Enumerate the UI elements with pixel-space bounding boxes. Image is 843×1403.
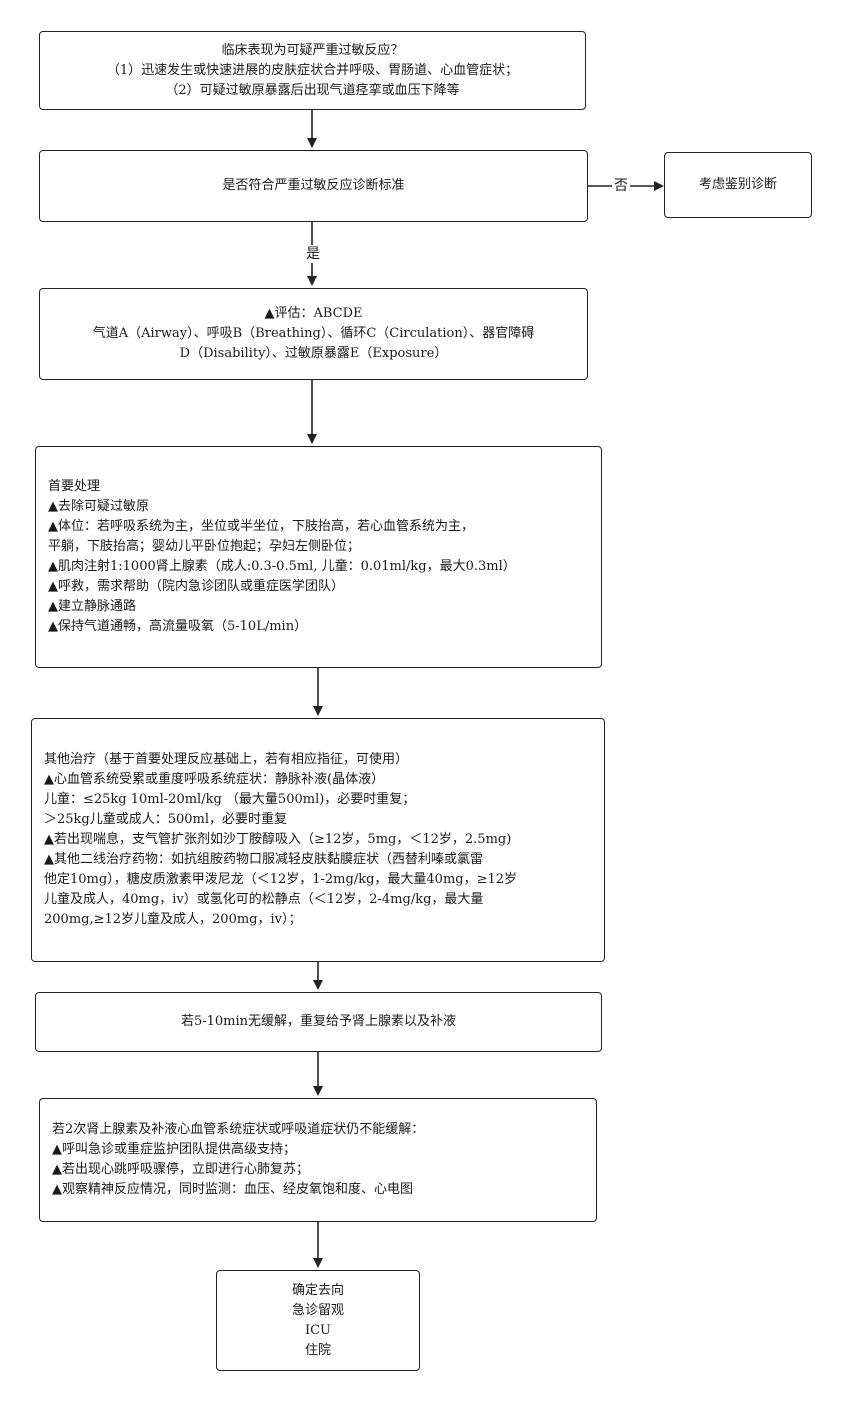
node-text-line: ▲若出现心跳呼吸骤停，立即进行心肺复苏；: [52, 1162, 309, 1177]
node-clinical-presentation: 临床表现为可疑严重过敏反应？ （1）迅速发生或快速进展的皮肤症状合并呼吸、胃肠道…: [39, 31, 586, 110]
node-text-line: ICU: [304, 1322, 332, 1338]
node-diagnostic-criteria: 是否符合严重过敏反应诊断标准: [39, 150, 588, 222]
node-text-line: 急诊留观: [291, 1302, 344, 1318]
node-text-line: ▲心血管系统受累或重度呼吸系统症状：静脉补液(晶体液）: [44, 772, 385, 787]
node-disposition: 确定去向 急诊留观 ICU 住院: [216, 1270, 420, 1371]
node-text-line: ▲肌肉注射1:1000肾上腺素（成人:0.3-0.5ml, 儿童：0.01ml/…: [48, 559, 516, 574]
node-text-line: ▲评估：ABCDE: [264, 306, 363, 321]
node-text-line: ▲体位：若呼吸系统为主，坐位或半坐位，下肢抬高，若心血管系统为主，: [48, 519, 474, 534]
node-abcde-assessment: ▲评估：ABCDE 气道A（Airway）、呼吸B（Breathing）、循环C…: [39, 288, 588, 380]
node-primary-management: 首要处理 ▲去除可疑过敏原 ▲体位：若呼吸系统为主，坐位或半坐位，下肢抬高，若心…: [35, 446, 602, 668]
node-text-line: （1）迅速发生或快速进展的皮肤症状合并呼吸、胃肠道、心血管症状；: [106, 62, 519, 78]
node-text: 考虑鉴别诊断: [698, 177, 777, 192]
node-text-line: （2）可疑过敏原暴露后出现气道痉挛或血压下降等: [165, 82, 460, 98]
node-escalation: 若2次肾上腺素及补液心血管系统症状或呼吸道症状仍不能缓解： ▲呼叫急诊或重症监护…: [39, 1098, 597, 1222]
node-text-line: 儿童及成人，40mg，iv）或氢化可的松静点（＜12岁，2-4mg/kg，最大量: [44, 892, 484, 907]
node-text-line: 他定10mg），糖皮质激素甲泼尼龙（＜12岁，1-2mg/kg，最大量40mg，…: [44, 872, 518, 887]
node-text-line: 首要处理: [48, 479, 101, 494]
node-repeat-epinephrine: 若5-10min无缓解，重复给予肾上腺素以及补液: [35, 992, 602, 1052]
node-text-line: 200mg,≥12岁儿童及成人，200mg，iv）；: [44, 912, 302, 927]
node-text-line: ▲呼叫急诊或重症监护团队提供高级支持；: [52, 1142, 296, 1157]
node-text-line: 临床表现为可疑严重过敏反应？: [221, 42, 404, 58]
node-text: 是否符合严重过敏反应诊断标准: [222, 178, 405, 193]
node-text-line: 儿童：≤25kg 10ml-20ml/kg （最大量500ml)，必要时重复；: [44, 792, 416, 807]
node-text: 若5-10min无缓解，重复给予肾上腺素以及补液: [180, 1014, 457, 1029]
node-text-line: 气道A（Airway）、呼吸B（Breathing）、循环C（Circulati…: [92, 326, 535, 341]
node-text-line: 若2次肾上腺素及补液心血管系统症状或呼吸道症状仍不能缓解：: [52, 1122, 425, 1137]
node-text-line: ＞25kg儿童或成人：500ml，必要时重复: [44, 812, 288, 827]
node-text-line: 其他治疗（基于首要处理反应基础上，若有相应指征，可使用）: [44, 752, 409, 767]
node-text-line: ▲若出现喘息，支气管扩张剂如沙丁胺醇吸入（≥12岁，5mg，＜12岁，2.5mg…: [44, 832, 512, 847]
node-text-line: ▲保持气道通畅，高流量吸氧（5-10L/min）: [48, 619, 308, 634]
node-other-treatment: 其他治疗（基于首要处理反应基础上，若有相应指征，可使用） ▲心血管系统受累或重度…: [31, 718, 605, 962]
node-differential-diagnosis: 考虑鉴别诊断: [664, 152, 812, 218]
node-text-line: 平躺，下肢抬高；婴幼儿平卧位抱起；孕妇左侧卧位；: [48, 539, 361, 554]
node-text-line: ▲去除可疑过敏原: [48, 499, 149, 514]
node-text-line: D（Disability）、过敏原暴露E（Exposure）: [179, 346, 448, 361]
node-text-line: ▲建立静脉通路: [48, 599, 136, 614]
node-text-line: 住院: [304, 1342, 331, 1358]
node-text-line: ▲呼救，需求帮助（院内急诊团队或重症医学团队）: [48, 579, 344, 594]
edge-label-no: 否: [612, 177, 630, 195]
edge-label-yes: 是: [304, 245, 322, 263]
node-text-line: ▲观察精神反应情况，同时监测：血压、经皮氧饱和度、心电图: [52, 1182, 413, 1197]
node-text-line: ▲其他二线治疗药物：如抗组胺药物口服减轻皮肤黏膜症状（西替利嗪或氯雷: [44, 852, 483, 867]
node-text-line: 确定去向: [291, 1282, 344, 1298]
